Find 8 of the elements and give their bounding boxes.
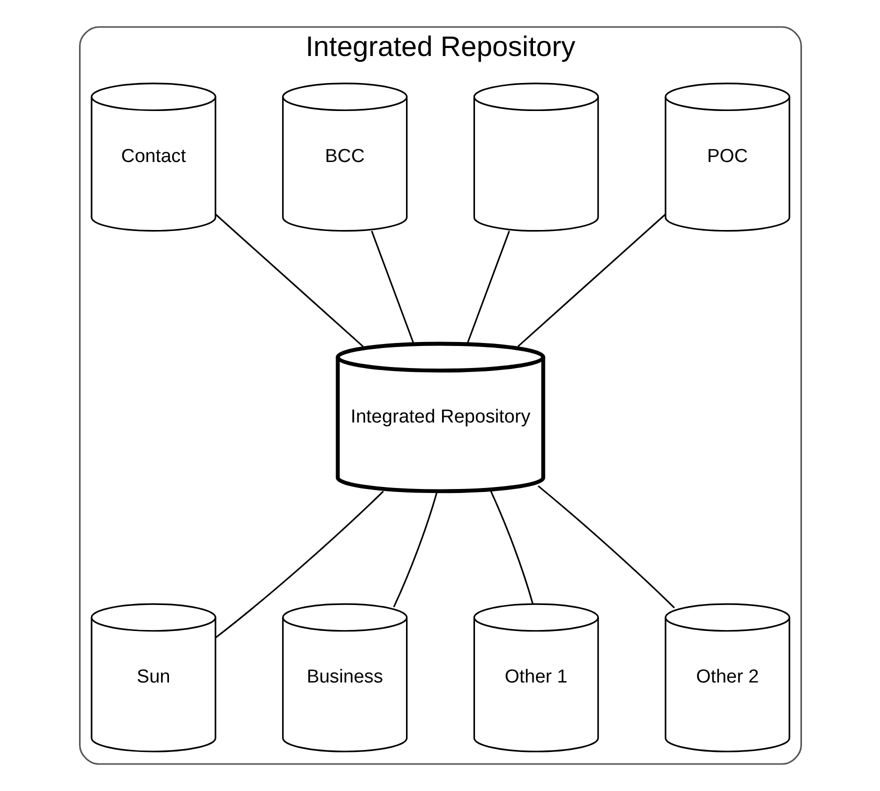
connector: [466, 230, 510, 344]
connector: [214, 490, 384, 638]
connector: [392, 491, 438, 608]
connector: [370, 230, 414, 344]
connector: [214, 214, 363, 347]
connector: [490, 491, 534, 604]
connector: [537, 485, 674, 608]
connector: [517, 214, 666, 347]
